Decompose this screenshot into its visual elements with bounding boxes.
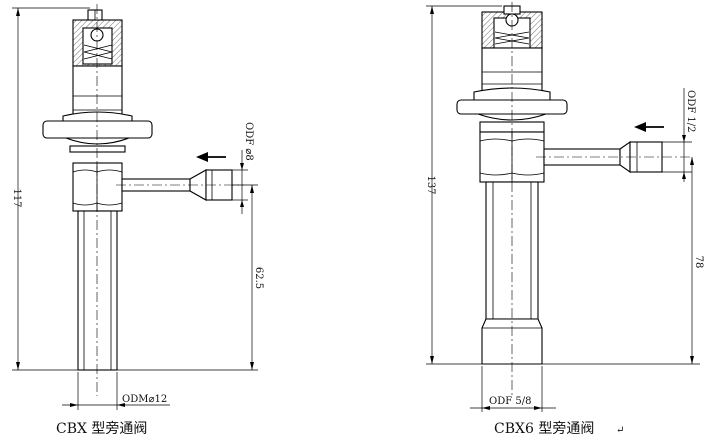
left-outlet-tube xyxy=(77,210,118,371)
left-flange xyxy=(42,111,153,153)
left-outlet-dimension xyxy=(62,372,170,410)
right-height-label: 137 xyxy=(425,175,436,194)
right-height-dimension xyxy=(426,5,502,365)
right-lower-label: 78 xyxy=(693,256,704,269)
left-valve-drawing: 117 ODF ⌀8 62.5 ODM⌀12 CBX 型旁通 xyxy=(11,4,264,437)
left-flow-arrow xyxy=(196,152,226,162)
left-inlet-dimension xyxy=(232,150,248,214)
left-stem xyxy=(72,65,123,117)
right-hex-body xyxy=(479,131,545,183)
left-height-label: 117 xyxy=(11,188,22,207)
right-outlet-dimension xyxy=(470,366,556,412)
right-caption-mark: ↵ xyxy=(616,425,624,436)
right-inlet-dimension xyxy=(662,88,692,182)
right-lower-dimension xyxy=(542,157,700,365)
left-height-dimension xyxy=(12,7,90,371)
right-caption: CBX6 型旁通阀 xyxy=(494,420,594,437)
right-flow-arrow xyxy=(634,122,664,132)
left-lower-dimension xyxy=(117,184,258,371)
left-inlet-label: ODF ⌀8 xyxy=(243,122,254,161)
right-inlet-label: ODF 1/2 xyxy=(685,90,696,132)
left-hex-body xyxy=(72,162,123,212)
left-adjuster-cap xyxy=(72,9,123,67)
left-outlet-label: ODM⌀12 xyxy=(122,394,167,405)
right-valve-drawing: 137 ODF 1/2 78 ODF 5/8 CBX6 型旁通阀 xyxy=(425,2,704,437)
left-lower-label: 62.5 xyxy=(253,267,264,289)
right-outlet-label: ODF 5/8 xyxy=(489,396,531,407)
left-caption: CBX 型旁通阀 xyxy=(56,420,147,437)
